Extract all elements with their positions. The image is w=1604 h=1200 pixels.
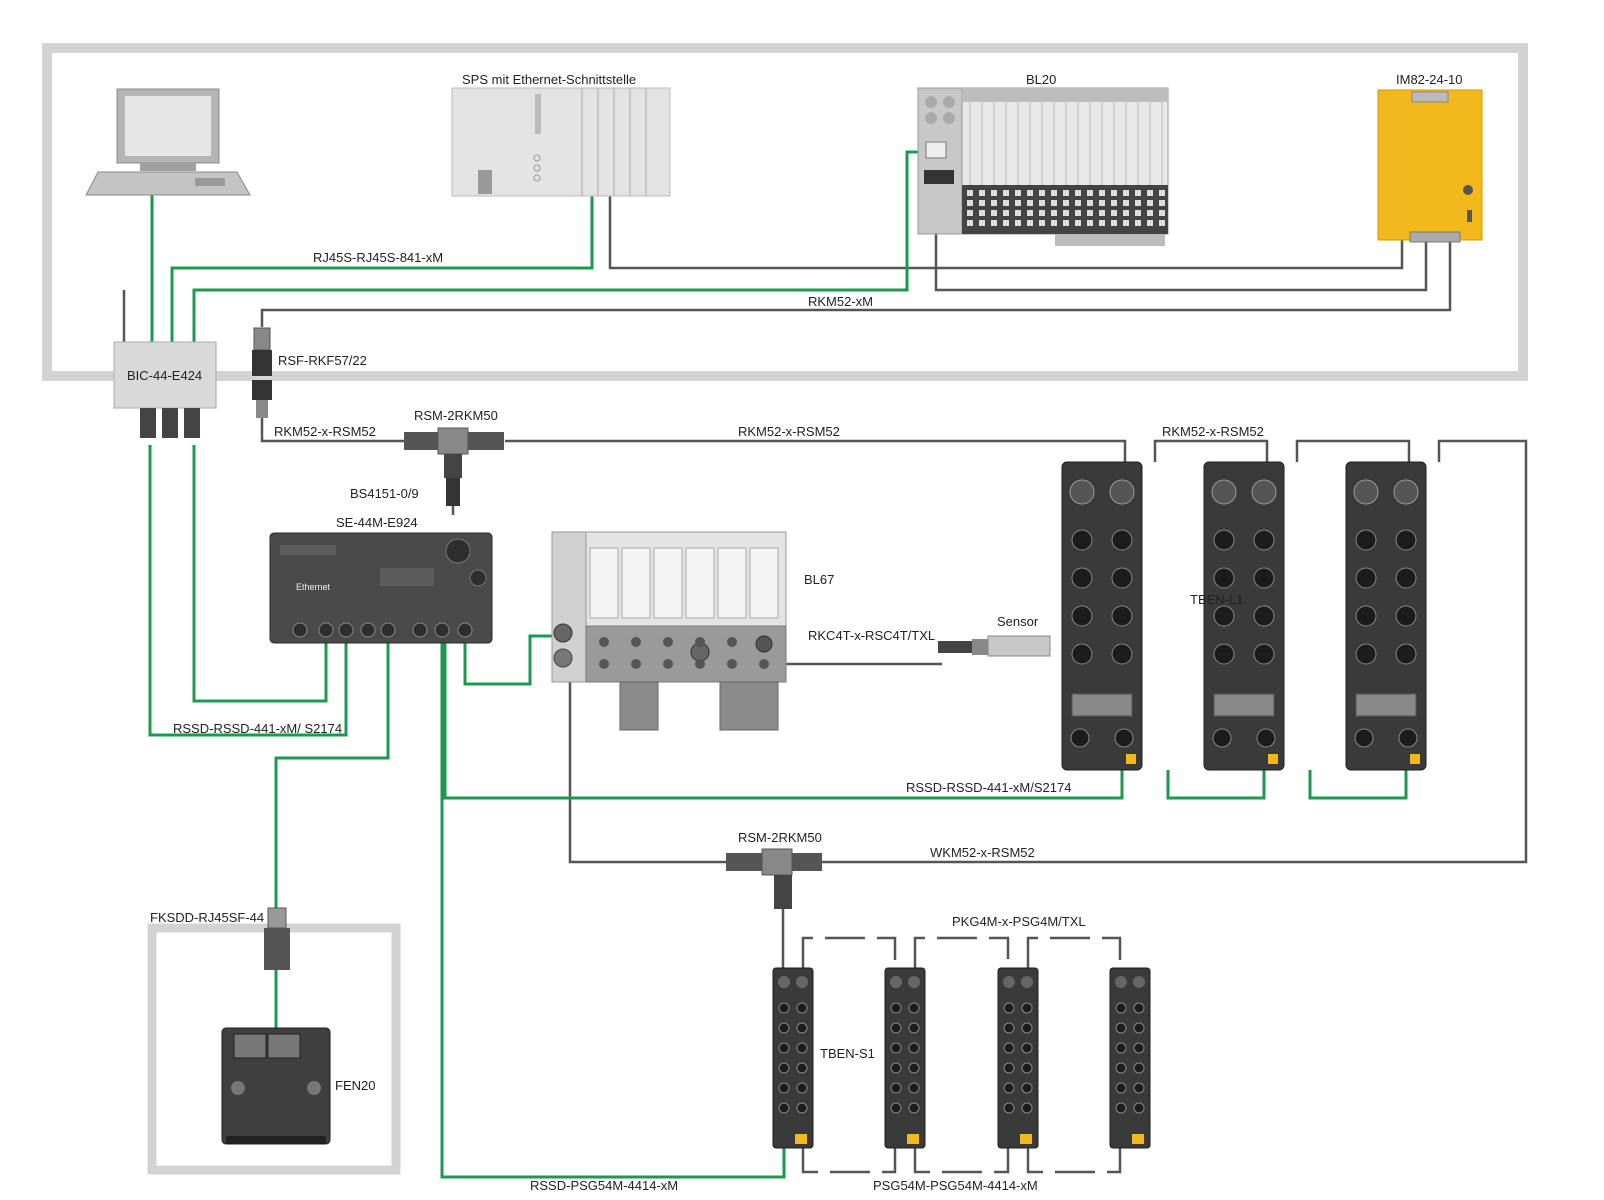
se-44m-ports	[292, 622, 473, 638]
label-rsf: RSF-RKF57/22	[278, 353, 367, 368]
label-rkm52-rsm52-right: RKM52-x-RSM52	[1162, 424, 1264, 439]
rsm-2rkm50-top-splitter	[404, 427, 504, 506]
label-rkm52-xm: RKM52-xM	[808, 294, 873, 309]
bic-44-e424-device	[113, 341, 217, 438]
label-pkg4m: PKG4M-x-PSG4M/TXL	[952, 914, 1086, 929]
fksdd-rj45sf-44-connector	[264, 907, 290, 970]
label-rkm52-rsm52-mid: RKM52-x-RSM52	[738, 424, 840, 439]
rsm-2rkm50-bottom-splitter	[726, 848, 822, 909]
label-rssd-left: RSSD-RSSD-441-xM/ S2174	[173, 721, 342, 736]
computer-icon	[85, 88, 251, 196]
label-bic: BIC-44-E424	[127, 368, 202, 383]
power-cables	[122, 195, 1528, 1174]
tben-l1-modules	[1061, 461, 1427, 771]
label-fksdd: FKSDD-RJ45SF-44	[150, 910, 264, 925]
ethernet-cables	[148, 150, 1408, 1179]
label-rj45-cable: RJ45S-RJ45S-841-xM	[313, 250, 443, 265]
label-sensor: Sensor	[997, 614, 1039, 629]
rsf-rkf57-22-connector	[252, 327, 272, 418]
control-cabinet-frame	[42, 43, 1528, 381]
bl67-module-slices	[589, 547, 779, 669]
label-wkm52: WKM52-x-RSM52	[930, 845, 1035, 860]
label-rsm-bottom: RSM-2RKM50	[738, 830, 822, 845]
label-sps: SPS mit Ethernet-Schnittstelle	[462, 72, 636, 87]
ethernet-logo: Ethernet	[296, 582, 331, 592]
label-se44m: SE-44M-E924	[336, 515, 418, 530]
label-bl67: BL67	[804, 572, 834, 587]
label-rsm-top: RSM-2RKM50	[414, 408, 498, 423]
label-rssd-right: RSSD-RSSD-441-xM/S2174	[906, 780, 1071, 795]
label-rkc4t: RKC4T-x-RSC4T/TXL	[808, 628, 935, 643]
label-bl20: BL20	[1026, 72, 1056, 87]
bl20-module-slices	[967, 102, 1165, 226]
im82-power-supply	[1377, 89, 1483, 243]
se-44m-e924-switch	[269, 532, 493, 644]
label-im82: IM82-24-10	[1396, 72, 1462, 87]
tben-s1-modules	[772, 967, 1151, 1149]
label-tben-l1: TBEN-L1	[1190, 592, 1243, 607]
label-tben-s1: TBEN-S1	[820, 1046, 875, 1061]
label-rssd-psg: RSSD-PSG54M-4414-xM	[530, 1178, 678, 1193]
label-fen20: FEN20	[335, 1078, 375, 1093]
label-psg54m: PSG54M-PSG54M-4414-xM	[873, 1178, 1038, 1193]
sps-plc-device	[451, 87, 671, 197]
label-bs4151: BS4151-0/9	[350, 486, 419, 501]
sensor-device	[938, 635, 1051, 657]
fen20-device	[221, 1027, 331, 1145]
label-rkm52-rsm52-left: RKM52-x-RSM52	[274, 424, 376, 439]
